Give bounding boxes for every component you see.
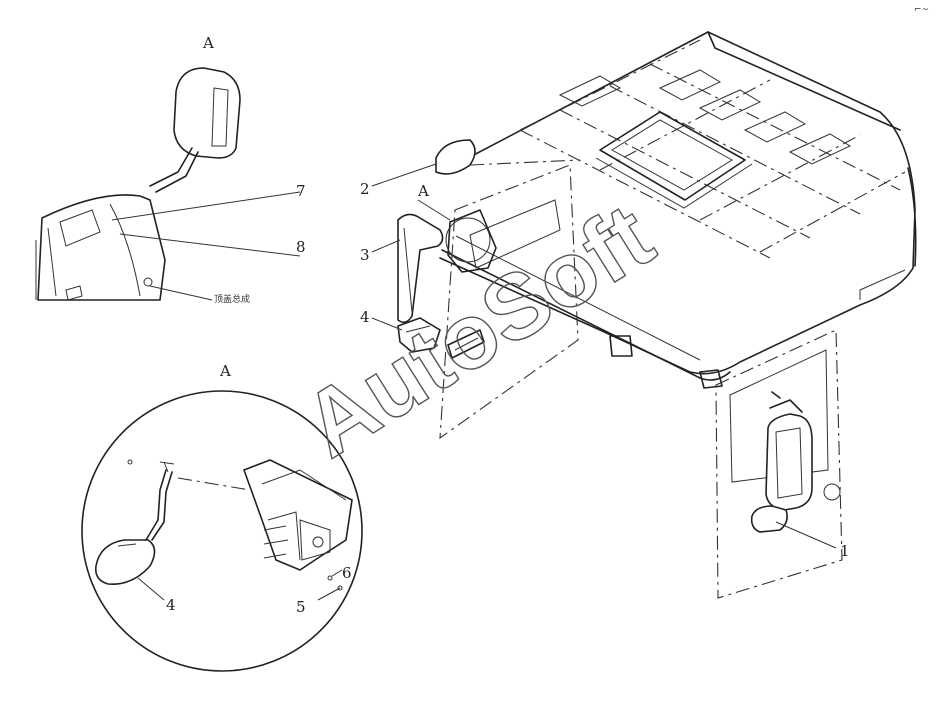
grab-handle-part-3 — [397, 213, 444, 324]
part-label-5: 5 — [296, 598, 306, 616]
detail-view-a-top — [35, 67, 241, 301]
right-door-panel — [715, 329, 843, 599]
cab-roof-assembly — [439, 31, 917, 389]
rear-view-mirror — [750, 391, 813, 533]
corner-mark: ⌐~ — [914, 5, 929, 15]
view-label-a-top: A — [202, 34, 214, 52]
small-mirror-part-2 — [435, 139, 581, 175]
left-door-panel — [439, 164, 579, 440]
watermark: AutoSoft — [287, 185, 670, 477]
leader-lines — [111, 163, 837, 601]
part-label-6: 6 — [342, 564, 352, 582]
view-label-a-main: A — [417, 182, 429, 200]
detail-circle-a — [81, 390, 363, 672]
bracket-part-4 — [397, 317, 441, 353]
part-label-8: 8 — [296, 238, 306, 256]
part-label-4: 4 — [360, 308, 370, 326]
part-label-7: 7 — [296, 182, 306, 200]
part-label-3: 3 — [360, 246, 370, 264]
roof-assembly-annotation: 顶盖总成 — [214, 293, 250, 305]
part-label-4-detail: 4 — [166, 596, 176, 614]
part-label-2: 2 — [360, 180, 370, 198]
view-label-a-circle: A — [219, 362, 231, 380]
part-label-1: 1 — [840, 542, 850, 560]
